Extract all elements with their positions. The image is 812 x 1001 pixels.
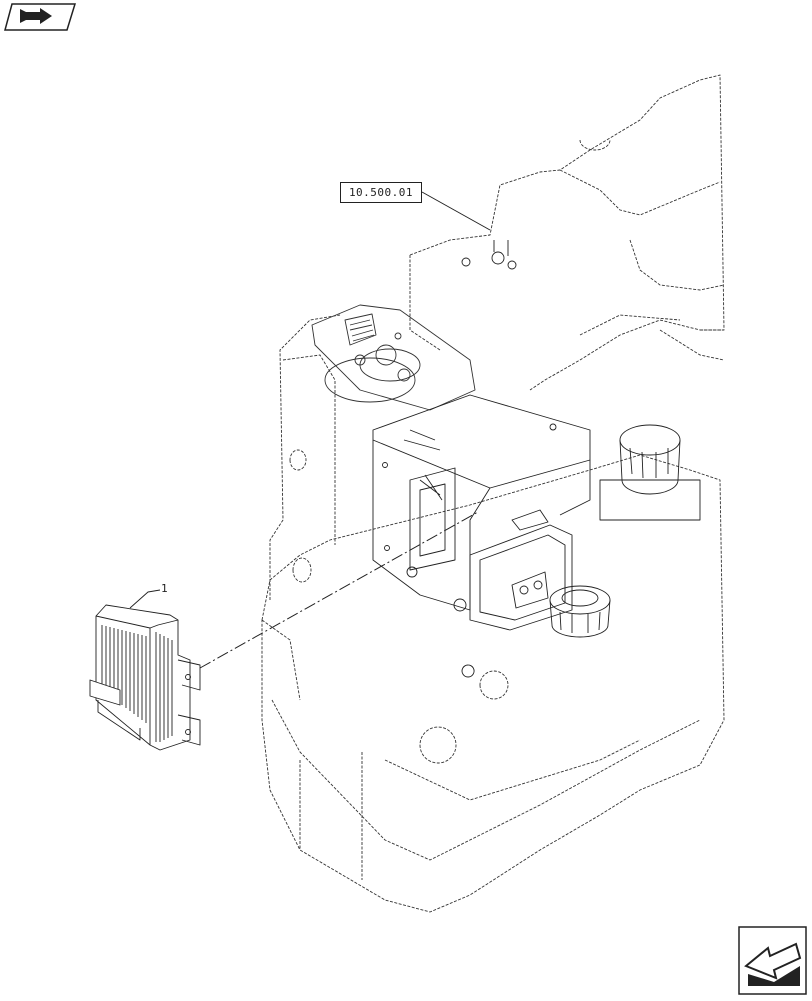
connector-panel [461,509,573,678]
filler-cap-large [599,424,701,521]
callout-number: 1 [161,582,168,595]
pump-mount [311,304,476,411]
previous-page-button[interactable] [4,3,77,31]
upper-frame [409,74,725,391]
controller-bracket [372,394,591,612]
frame-bolts [461,240,517,270]
tank-body [261,314,725,913]
page-back-arrow-icon [4,3,77,31]
filler-cap-small [549,585,611,638]
next-page-button[interactable] [738,926,808,996]
ecu-module [89,604,201,751]
page-forward-arrow-icon [738,926,807,995]
reference-label[interactable]: 10.500.01 [340,182,422,203]
ecu-heat-fins [101,625,173,742]
